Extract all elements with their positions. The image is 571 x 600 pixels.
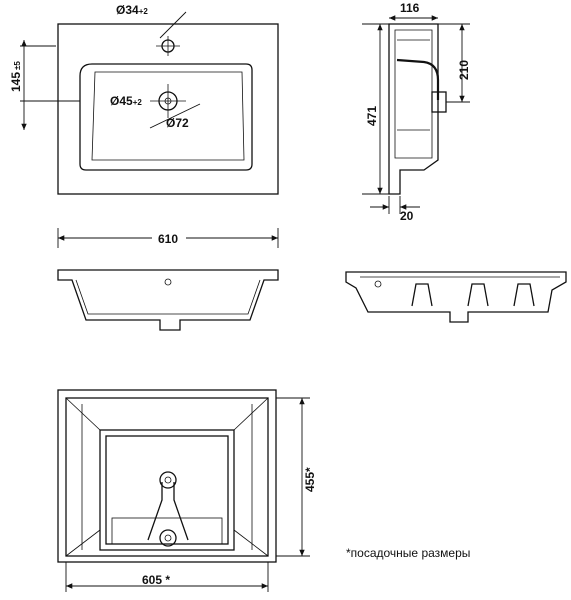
drain-outer-label: Ø72 [166,116,189,130]
drain-hole [149,84,201,129]
drain-hole-label: Ø45+2 [110,94,142,108]
depth-top-label: 116 [400,1,420,15]
height-label: 471 [365,106,379,126]
side-section [345,271,567,323]
side-view [362,15,470,214]
tap-hole-label: Ø34+2 [116,3,148,17]
width-label: 610 [158,232,178,246]
mount-width-label: 605 * [142,573,170,587]
wall-gap-label: 20 [400,209,414,223]
siphon-height-label: 210 [457,60,471,80]
front-section [57,228,279,331]
top-view [20,11,279,195]
bottom-view [57,389,310,592]
mount-depth-label: 455* [303,467,317,492]
mounting-note: *посадочные размеры [346,546,470,560]
offset-label: 145±5 [9,61,23,92]
tap-hole [156,11,187,56]
